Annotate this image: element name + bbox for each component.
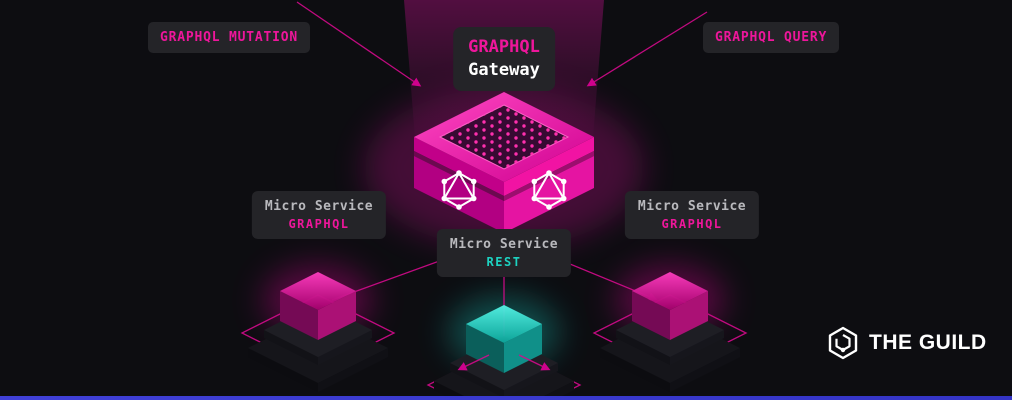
mutation-flow-line — [296, 1, 422, 87]
service-cube-rest-center — [466, 305, 542, 373]
microservice-label-graphql-right: Micro Service GRAPHQL — [624, 191, 760, 239]
graphql-mutation-label: GRAPHQL MUTATION — [148, 22, 311, 53]
graphql-query-label: GRAPHQL QUERY — [703, 22, 840, 53]
service-title: Micro Service — [264, 199, 374, 214]
service-protocol: GRAPHQL — [661, 217, 723, 231]
service-protocol: GRAPHQL — [288, 217, 350, 231]
gateway-label-line1: GRAPHQL — [468, 37, 540, 57]
guild-hexagon-icon — [828, 326, 858, 360]
gateway-label: GRAPHQL Gateway — [453, 27, 555, 91]
service-cube-graphql-left — [280, 272, 356, 340]
gateway-cube — [414, 92, 594, 233]
microservice-label-graphql-left: Micro Service GRAPHQL — [251, 191, 387, 239]
query-flow-line — [586, 11, 708, 87]
microservice-label-rest-center: Micro Service REST — [436, 229, 572, 277]
center-diamond-arrows — [457, 354, 551, 371]
gateway-top-dot-grid — [440, 105, 568, 169]
the-guild-logo[interactable]: THE GUILD — [826, 326, 987, 360]
service-protocol: REST — [486, 255, 522, 269]
service-title: Micro Service — [449, 237, 559, 252]
bottom-accent-bar — [0, 396, 1012, 400]
service-cube-graphql-right — [632, 272, 708, 340]
gateway-label-line2: Gateway — [468, 59, 540, 80]
service-title: Micro Service — [637, 199, 747, 214]
brand-name: THE GUILD — [869, 331, 987, 354]
